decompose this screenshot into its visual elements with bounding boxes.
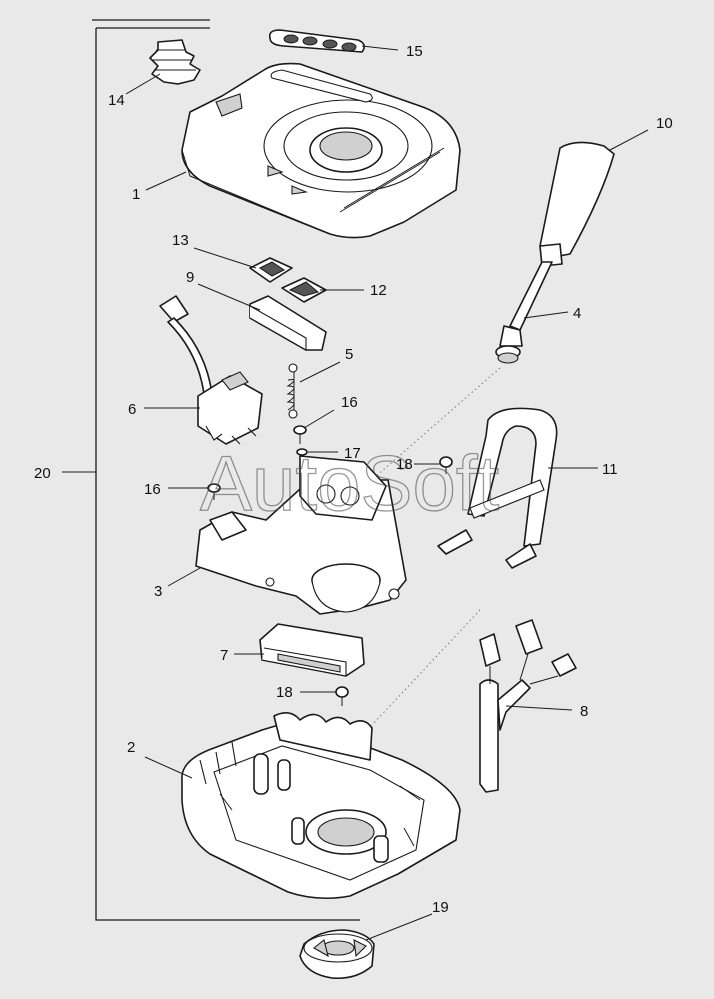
callout-7: 7 bbox=[220, 647, 228, 664]
part-shaft bbox=[495, 261, 553, 364]
callout-8: 8 bbox=[580, 703, 588, 720]
leader-lines bbox=[62, 45, 649, 941]
part-pin-18-upper bbox=[439, 456, 453, 474]
assembly-bracket bbox=[92, 19, 360, 921]
part-joystick-handle bbox=[539, 141, 615, 267]
callout-12: 12 bbox=[370, 282, 387, 299]
part-bushing bbox=[299, 929, 375, 980]
part-u-bracket bbox=[437, 407, 558, 569]
callout-18-lower: 18 bbox=[276, 684, 293, 701]
callout-9: 9 bbox=[186, 269, 194, 286]
part-pin-18-lower bbox=[335, 686, 349, 706]
callout-18-upper: 18 bbox=[396, 456, 413, 473]
callout-3: 3 bbox=[154, 583, 162, 600]
callout-19: 19 bbox=[432, 899, 449, 916]
watermark: AutoSoft bbox=[200, 439, 500, 527]
part-module-9 bbox=[249, 295, 327, 351]
callout-13: 13 bbox=[172, 232, 189, 249]
callout-20: 20 bbox=[34, 465, 51, 482]
part-rubber-boot bbox=[149, 39, 201, 85]
part-spring bbox=[286, 363, 298, 419]
callout-17: 17 bbox=[344, 445, 361, 462]
callout-10: 10 bbox=[656, 115, 673, 132]
part-top-cover bbox=[181, 62, 461, 239]
callout-5: 5 bbox=[345, 346, 353, 363]
callout-16-upper: 16 bbox=[341, 394, 358, 411]
callout-16-lower: 16 bbox=[144, 481, 161, 498]
part-base-plate bbox=[195, 455, 407, 615]
part-lever-switch bbox=[159, 295, 263, 445]
part-wiring-harness bbox=[479, 619, 577, 793]
part-lower-housing bbox=[181, 712, 461, 900]
part-ecu-box bbox=[259, 623, 365, 677]
callout-14: 14 bbox=[108, 92, 125, 109]
part-screw-16-upper bbox=[293, 425, 307, 444]
callout-6: 6 bbox=[128, 401, 136, 418]
callout-1: 1 bbox=[132, 186, 140, 203]
callout-15: 15 bbox=[406, 43, 423, 60]
part-washer-17 bbox=[296, 448, 308, 456]
part-keypad-strip bbox=[268, 29, 366, 53]
callout-2: 2 bbox=[127, 739, 135, 756]
callout-11: 11 bbox=[602, 461, 618, 478]
part-pad-12 bbox=[281, 277, 327, 303]
part-pad-13 bbox=[249, 257, 293, 283]
callout-4: 4 bbox=[573, 305, 581, 322]
